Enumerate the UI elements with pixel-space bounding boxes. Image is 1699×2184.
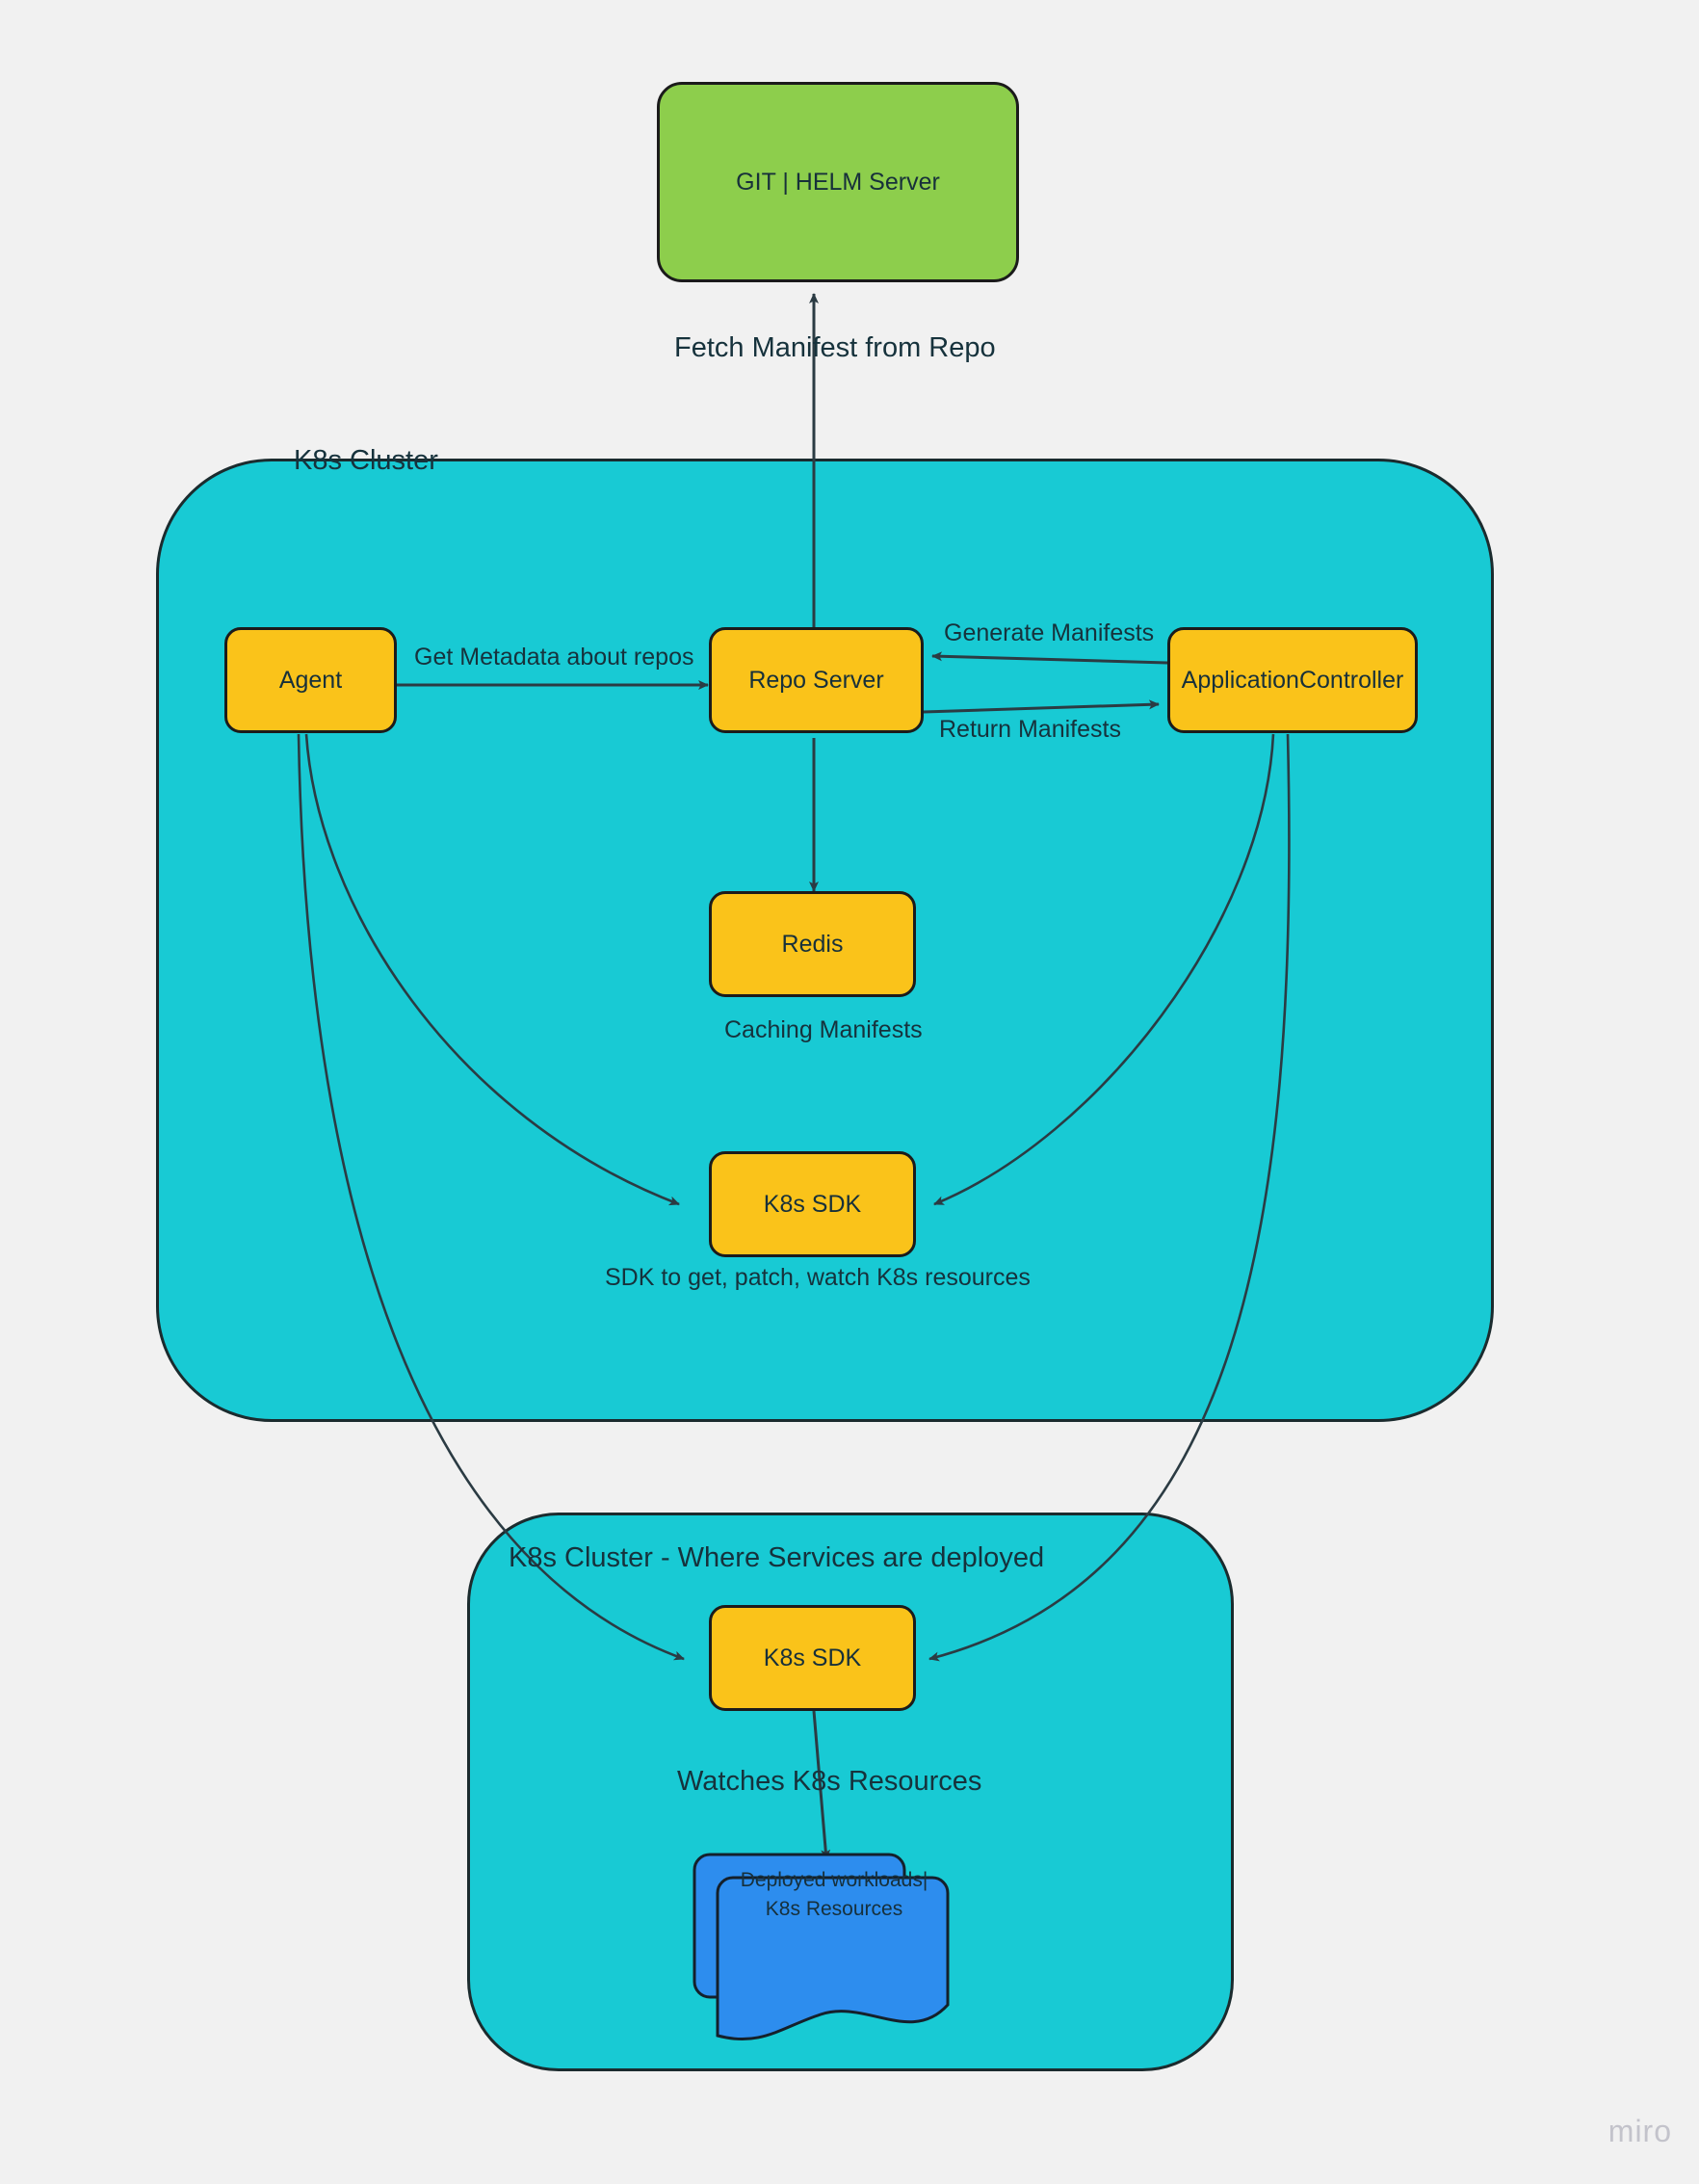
edge-label-return-manifests: Return Manifests xyxy=(939,716,1121,743)
edge-label-caching-manifests: Caching Manifests xyxy=(724,1016,923,1043)
node-agent[interactable]: Agent xyxy=(224,627,397,733)
edge-label-get-metadata: Get Metadata about repos xyxy=(414,644,694,671)
node-k8s-sdk-lower[interactable]: K8s SDK xyxy=(709,1605,916,1711)
node-application-controller[interactable]: ApplicationController xyxy=(1167,627,1418,733)
cluster-lower-label: K8s Cluster - Where Services are deploye… xyxy=(509,1542,1045,1573)
edge-label-generate-manifests: Generate Manifests xyxy=(944,619,1155,646)
node-repo-server[interactable]: Repo Server xyxy=(709,627,924,733)
edge-label-sdk-description: SDK to get, patch, watch K8s resources xyxy=(605,1264,1031,1291)
node-git-helm-server[interactable]: GIT | HELM Server xyxy=(657,82,1019,282)
node-k8s-sdk-upper[interactable]: K8s SDK xyxy=(709,1151,916,1257)
edge-label-watches-k8s-resources: Watches K8s Resources xyxy=(677,1766,982,1797)
edge-label-fetch-manifest: Fetch Manifest from Repo xyxy=(674,332,996,363)
node-redis[interactable]: Redis xyxy=(709,891,916,997)
cluster-upper-label: K8s Cluster xyxy=(294,445,438,476)
miro-watermark: miro xyxy=(1608,2114,1672,2148)
node-deployed-workloads-label: Deployed workloads| K8s Resources xyxy=(740,1869,928,1920)
